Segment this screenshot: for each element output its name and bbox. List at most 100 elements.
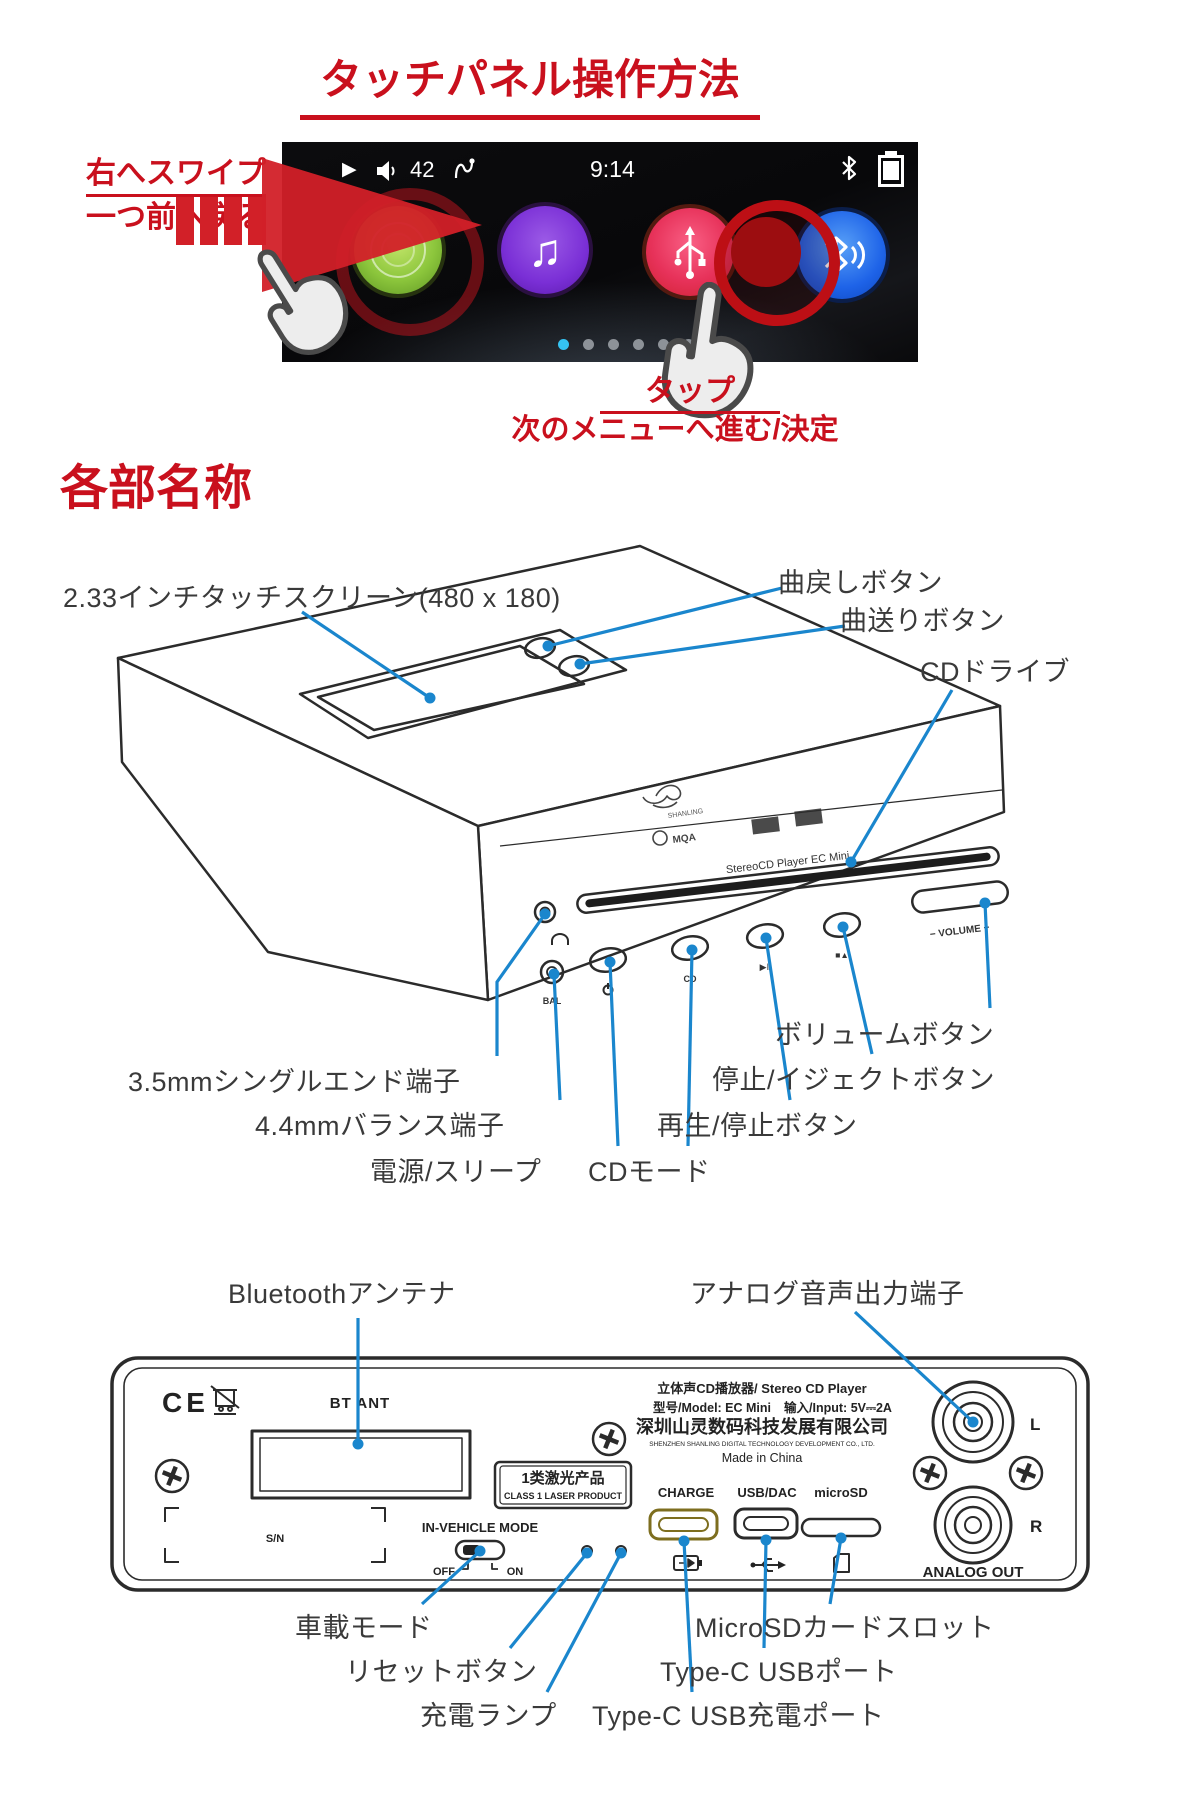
label-cd-drive: CDドライブ [920, 657, 1070, 687]
label-vehicle-mode: 車載モード [295, 1613, 433, 1643]
tap-instruction-line1: タップ [600, 366, 780, 414]
swipe-arrow-bar [176, 197, 194, 245]
jack-35mm [533, 900, 557, 924]
label-usb-charge-port: Type-C USB充電ポート [592, 1701, 885, 1731]
swipe-instruction-line1: 右へスワイプ [86, 148, 266, 197]
bt-antenna-window [250, 1429, 472, 1500]
label-volume-button: ボリュームボタン [775, 1020, 995, 1050]
section-heading: 各部名称 [60, 462, 253, 515]
usb-dac-text: USB/DAC [737, 1485, 797, 1500]
mqa-logo-icon [652, 830, 668, 846]
bt-ant-text: BT ANT [330, 1395, 390, 1412]
rca-r-text: R [1030, 1517, 1042, 1536]
rca-left-jack [931, 1380, 1015, 1464]
sn-bracket [164, 1507, 386, 1563]
spec-company: 深圳山灵数码科技发展有限公司 [636, 1416, 888, 1437]
bal-text: BAL [543, 996, 562, 1006]
label-play-pause: 再生/停止ボタン [657, 1111, 858, 1141]
rca-right-jack [933, 1485, 1013, 1565]
on-text: ON [507, 1566, 524, 1578]
leader-lines [301, 586, 992, 1693]
label-reset: リセットボタン [345, 1657, 538, 1687]
battery-icon [673, 1555, 702, 1571]
swipe-arrow-bar [248, 197, 266, 245]
bluetooth-status-icon [842, 155, 857, 181]
laser-label-box [493, 1460, 633, 1510]
device-left-face [116, 656, 490, 1002]
volume-text: − VOLUME + [929, 922, 990, 940]
label-bt-antenna: Bluetoothアンテナ [228, 1279, 456, 1309]
shanling-swan-logo [642, 784, 682, 809]
swipe-arrow-bar [224, 197, 242, 245]
spec-line1: 立体声CD播放器/ Stereo CD Player [657, 1381, 867, 1396]
volume-value: 42 [410, 157, 435, 182]
swipe-hand-icon [236, 238, 366, 368]
page-dot [583, 339, 594, 350]
brand-text: SHANLING [667, 808, 703, 820]
label-track-back: 曲戻しボタン [778, 568, 943, 598]
in-vehicle-text: IN-VEHICLE MODE [422, 1520, 539, 1535]
headphone-icon [551, 933, 569, 945]
tap-highlight-center [731, 217, 801, 287]
cd-slot-gap [585, 852, 991, 908]
page-dot [558, 339, 569, 350]
laser-cn-text: 1类激光产品 [521, 1469, 604, 1487]
sd-card-icon [833, 1553, 850, 1573]
rca-l-text: L [1030, 1415, 1040, 1434]
screw-icon [914, 1457, 946, 1489]
weee-icon [210, 1385, 240, 1415]
label-touchscreen: 2.33インチタッチスクリーン(480 x 180) [63, 583, 561, 613]
label-stop-eject: 停止/イジェクトボタン [712, 1065, 996, 1095]
mqa-text: MQA [672, 832, 697, 846]
label-jack-35: 3.5mmシングルエンド端子 [128, 1067, 461, 1097]
clock-time: 9:14 [590, 156, 635, 182]
label-track-forward: 曲送りボタン [840, 606, 1005, 636]
page-title: タッチパネル操作方法 [300, 46, 760, 120]
music-app-icon: ♫ [501, 206, 589, 294]
screw-icon [156, 1460, 188, 1492]
play-status-icon: ▶ [342, 159, 357, 180]
speaker-icon [377, 161, 395, 181]
touchscreen-glass [316, 644, 586, 732]
label-jack-44: 4.4mmバランス端子 [255, 1111, 505, 1141]
cd-slot [576, 846, 1000, 914]
label-analog-out: アナログ音声出力端子 [690, 1279, 965, 1309]
analog-out-text: ANALOG OUT [923, 1564, 1024, 1581]
usb-trident-icon [674, 226, 706, 279]
play-glyph-text: ▶‖ [760, 962, 771, 972]
volume-rocker [911, 880, 1009, 914]
made-in-text: Made in China [722, 1451, 803, 1465]
laser-en-text: CLASS 1 LASER PRODUCT [504, 1491, 623, 1501]
charge-text: CHARGE [658, 1485, 715, 1500]
device-top-illustration: SHANLING MQA StereoCD Player EC Mini BAL… [116, 544, 1009, 1006]
battery-icon [878, 151, 904, 187]
hires-badge-icon [751, 816, 780, 835]
device-rear-illustration: CE BT ANT S/N 1类激光产品 CLASS 1 LASER PRODU… [110, 1356, 1090, 1592]
spec-input: 输入/Input: 5V⎓2A [784, 1400, 892, 1415]
spec-company-en: SHENZHEN SHANLING DIGITAL TECHNOLOGY DEV… [649, 1441, 875, 1448]
label-charge-lamp: 充電ランプ [420, 1701, 557, 1731]
off-text: OFF [433, 1566, 455, 1578]
label-power-sleep: 電源/スリープ [370, 1157, 542, 1187]
label-usb-port: Type-C USBポート [660, 1657, 898, 1687]
tap-instruction-line2: 次のメニューへ進む/決定 [511, 414, 839, 446]
page-dot [633, 339, 644, 350]
stop-glyph-text: ■▲ [835, 950, 849, 960]
swipe-arrow-bar [200, 197, 218, 245]
vehicle-mode-switch [454, 1539, 506, 1561]
usb-dac-port [733, 1507, 799, 1540]
usb-icon [750, 1558, 786, 1572]
page-dot [658, 339, 669, 350]
sn-text: S/N [266, 1533, 284, 1545]
label-cd-mode: CDモード [588, 1157, 711, 1187]
ce-mark: CE [162, 1387, 209, 1418]
label-microsd-slot: MicroSDカードスロット [695, 1613, 995, 1643]
line-out-icon [454, 158, 475, 179]
screw-icon [593, 1423, 625, 1455]
jack-44mm [539, 959, 565, 985]
screw-icon [1010, 1457, 1042, 1489]
charge-port [648, 1508, 719, 1541]
microsd-text: microSD [814, 1485, 867, 1500]
